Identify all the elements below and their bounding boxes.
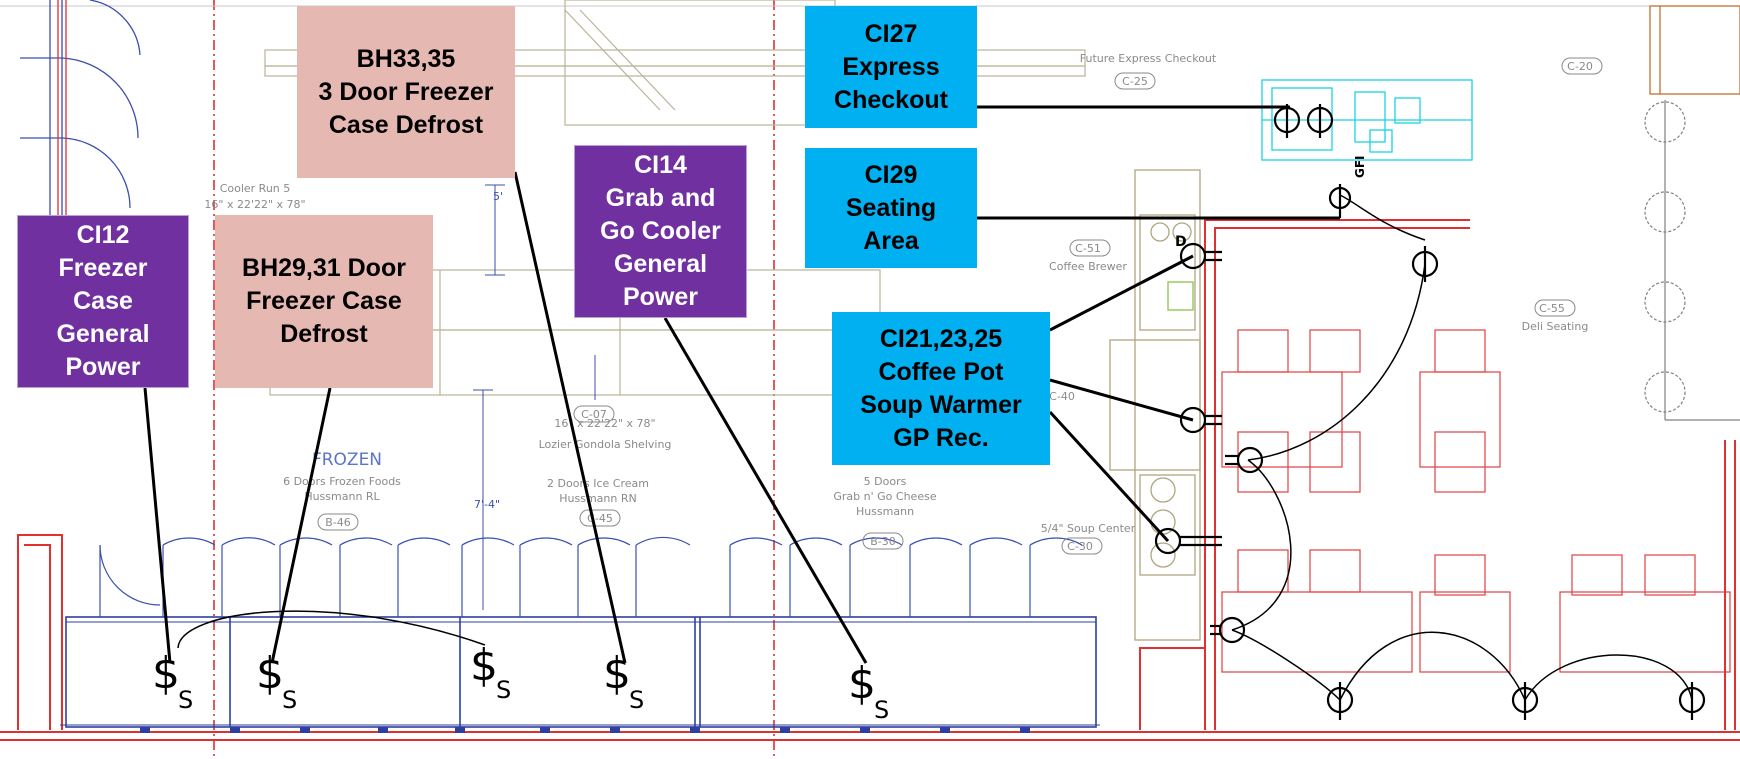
freezer-cases [60, 616, 1100, 728]
dining-tables [1221, 329, 1731, 673]
receptacle-seating-1 [1411, 246, 1439, 282]
express-tag: C-25 [1122, 75, 1148, 88]
soup-center-label: 5/4" Soup Center [1041, 522, 1136, 535]
gondola-dims: 16" x 22'22" x 78" [554, 417, 655, 430]
future-express-label: Future Express Checkout [1080, 52, 1217, 65]
callout-ci29: CI29 Seating Area [805, 148, 977, 268]
callout-ci12: CI12 Freezer Case General Power [17, 215, 189, 388]
dim-5: 5' [493, 190, 503, 203]
receptacle-coffee [1179, 242, 1222, 270]
grid-lines [213, 0, 775, 759]
plan-tag-ovals [317, 57, 1603, 555]
svg-text:S: S [874, 696, 889, 724]
deli-seating-label: Deli Seating [1522, 320, 1589, 333]
dimension-lines [473, 184, 596, 610]
receptacle-express-2 [1306, 104, 1334, 138]
frozen-desc2: Hussmann RL [304, 490, 380, 503]
receptacle-floor-1 [1225, 446, 1264, 474]
side-tag: C-40 [1049, 390, 1075, 403]
case-feet [140, 727, 1030, 733]
svg-text:$: $ [470, 640, 498, 691]
walkin-doors [20, 0, 141, 230]
callout-bh29-31: BH29,31 Door Freezer Case Defrost [215, 215, 433, 388]
callout-ci27: CI27 Express Checkout [805, 6, 977, 128]
top-right-room [1649, 5, 1740, 95]
svg-text:S: S [629, 686, 644, 714]
receptacle-gfi [1328, 184, 1352, 218]
switch-symbols: $S $S $S $S $S [152, 640, 889, 724]
svg-text:S: S [178, 686, 193, 714]
switch-3: $S [470, 640, 511, 704]
grabgo-desc3: Hussmann [856, 505, 914, 518]
callout-bh33-35: BH33,35 3 Door Freezer Case Defrost [297, 6, 515, 178]
switch-5: $S [848, 658, 889, 724]
receptacle-soup-2 [1154, 527, 1222, 555]
frozen-label: FROZEN [312, 450, 382, 470]
icecream-desc: 2 Doors Ice Cream [547, 477, 649, 490]
left-wall-red [57, 0, 67, 215]
receptacle-symbols [1154, 104, 1706, 720]
top-right-tag: C-20 [1567, 60, 1593, 73]
receptacle-floor-3 [1326, 682, 1354, 720]
dim-7: 7'-4" [474, 498, 500, 511]
receptacle-soup-1 [1179, 406, 1222, 434]
cooler-run-dims: 16" x 22'22" x 78" [204, 198, 305, 211]
circuit-wiring [143, 105, 1340, 664]
receptacle-floor-2 [1210, 616, 1246, 644]
svg-text:$: $ [152, 648, 180, 699]
deli-tag: C-55 [1539, 302, 1565, 315]
grabgo-desc: 5 Doors [864, 475, 907, 488]
home-run-wires [177, 194, 1693, 701]
grabgo-desc2: Grab n' Go Cheese [833, 490, 936, 503]
callout-ci14: CI14 Grab and Go Cooler General Power [574, 145, 747, 318]
gfi-label: GFI [1353, 155, 1367, 178]
switch-1: $S [152, 648, 193, 714]
gondola-tag: C-07 [581, 408, 607, 421]
frozen-tag: B-46 [325, 516, 351, 529]
gondola-desc: Lozier Gondola Shelving [539, 438, 672, 451]
receptacle-express-1 [1273, 104, 1301, 138]
svg-text:$: $ [848, 658, 876, 709]
icecream-desc2: Hussmann RN [559, 492, 636, 505]
switch-4: $S [603, 648, 644, 714]
svg-text:$: $ [603, 648, 631, 699]
grabgo-tag: B-30 [870, 535, 896, 548]
cooler-run-label: Cooler Run 5 [220, 182, 291, 195]
express-checkout-plan [1261, 79, 1473, 161]
coffee-tag: C-51 [1075, 242, 1101, 255]
receptacle-floor-5 [1678, 682, 1706, 720]
soup-tag: C-30 [1067, 540, 1093, 553]
d-label: D [1175, 234, 1187, 250]
receptacle-floor-4 [1511, 682, 1539, 720]
svg-text:S: S [496, 676, 511, 704]
switch-2: $S [256, 648, 297, 714]
coffee-brewer-label: Coffee Brewer [1049, 260, 1127, 273]
frozen-desc: 6 Doors Frozen Foods [283, 475, 401, 488]
door-swings [99, 536, 1083, 617]
callout-ci21-23-25: CI21,23,25 Coffee Pot Soup Warmer GP Rec… [832, 312, 1050, 465]
svg-text:$: $ [256, 648, 284, 699]
svg-text:S: S [282, 686, 297, 714]
deli-seating [1644, 100, 1740, 421]
